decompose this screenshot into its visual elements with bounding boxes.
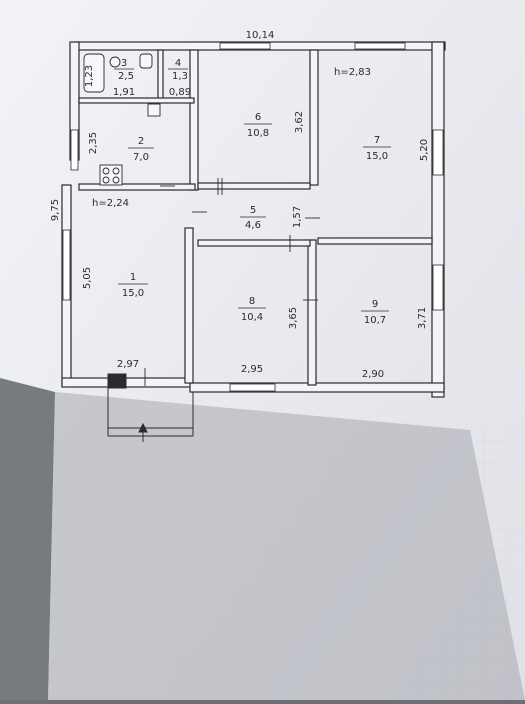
ceiling-heights: h=2,83 h=2,24: [92, 67, 371, 209]
water-heater-icon: [147, 103, 161, 117]
toilet-icon: [139, 53, 153, 69]
wall-right: [431, 41, 445, 398]
room-4-number: 4: [175, 58, 181, 69]
wall-bath-div: [157, 49, 164, 103]
room-8-number: 8: [249, 296, 255, 307]
bathtub-icon: [83, 53, 105, 93]
wall-int-v1b: [184, 227, 194, 384]
fixtures: [83, 53, 161, 186]
room-6-area: 10,8: [247, 128, 269, 139]
dim-corridor-height: 1,57: [292, 206, 303, 228]
wall-int-v2: [309, 49, 319, 186]
wall-int-h-corr-top: [197, 182, 311, 190]
room-9-area: 10,7: [364, 315, 386, 326]
dim-room1-width: 2,97: [117, 359, 139, 370]
entrance: [107, 373, 194, 442]
window-bottom-1: [229, 383, 276, 392]
room-1-area: 15,0: [122, 288, 144, 299]
room-4-area: 1,3: [172, 71, 188, 82]
shadow-area: [0, 378, 55, 700]
shadow-gradient: [48, 392, 525, 700]
dim-kitchen-height: 2,35: [88, 132, 99, 154]
room-8-area: 10,4: [241, 312, 263, 323]
door-marks: [144, 178, 320, 386]
dim-overall-width: 10,14: [246, 30, 275, 41]
room-5-number: 5: [250, 205, 256, 216]
dim-room8-height: 3,65: [288, 307, 299, 329]
entry-step: [107, 373, 127, 389]
dim-wc-width: 0,89: [169, 87, 191, 98]
sink-icon: [109, 56, 121, 68]
room-7-area: 15,0: [366, 151, 388, 162]
wall-int-v1: [189, 49, 199, 191]
room-5-area: 4,6: [245, 220, 261, 231]
room-labels: 1 15,0 2 7,0 3 2,5 4 1,3 5 4,6 6 10,8 7 …: [114, 58, 391, 326]
wall-int-h-kitchen: [78, 183, 196, 191]
wall-bottom-right: [189, 382, 445, 393]
room-1-number: 1: [130, 272, 136, 283]
wall-int-v2b: [307, 239, 317, 386]
room-3-area: 2,5: [118, 71, 134, 82]
dim-bath-width: 1,91: [113, 87, 135, 98]
dim-room6-height: 3,62: [294, 111, 305, 133]
window-left-2: [70, 129, 79, 171]
dim-room1-height: 5,05: [82, 267, 93, 289]
window-right-2: [432, 264, 444, 311]
window-top-2: [354, 42, 406, 50]
ceiling-height-right: h=2,83: [334, 67, 371, 78]
dim-room9-width: 2,90: [362, 369, 384, 380]
dim-room9-height: 3,71: [417, 307, 428, 329]
room-6-number: 6: [255, 112, 261, 123]
wall-bottom-left: [61, 377, 193, 388]
window-right-1: [432, 129, 444, 176]
wall-int-h-bath: [78, 97, 195, 104]
window-left-1: [62, 229, 71, 301]
dim-room8-width: 2,95: [241, 364, 263, 375]
window-top-1: [219, 42, 271, 50]
room-9-number: 9: [372, 299, 378, 310]
room-7-number: 7: [374, 135, 380, 146]
windows: [62, 42, 444, 392]
entry-arrow: [138, 422, 148, 433]
room-2-number: 2: [138, 136, 144, 147]
ceiling-height-left: h=2,24: [92, 198, 129, 209]
dim-room7-height: 5,20: [419, 139, 430, 161]
dim-bath-height: 1,23: [84, 65, 95, 87]
wall-int-h-r7: [317, 237, 433, 245]
room-3-number: 3: [121, 58, 127, 69]
room-2-area: 7,0: [133, 152, 149, 163]
dim-overall-height: 9,75: [50, 199, 61, 221]
wall-int-h-corr-bot: [197, 239, 311, 247]
dimensions: 10,14 9,75 1,23 1,91 0,89 2,35 3,62 5,20…: [50, 30, 430, 380]
